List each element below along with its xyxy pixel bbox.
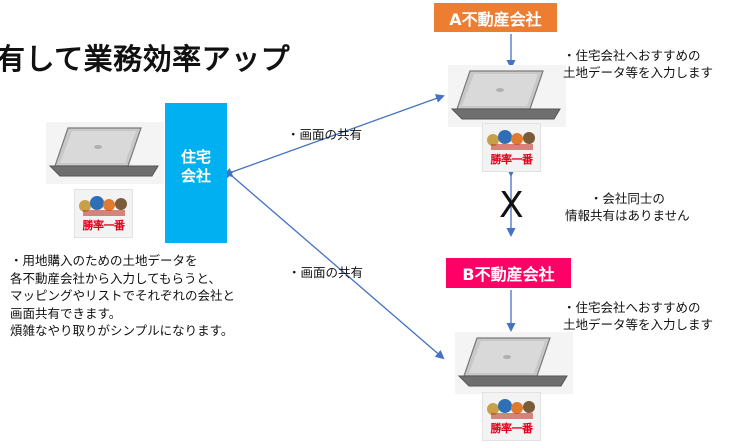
laptop-icon [448,65,566,127]
mascot-logo-icon [79,196,127,216]
left-note-line2: 各不動産会社から入力してもらうと、 [10,270,222,286]
housing-company-label-line1: 住宅 [180,148,211,166]
mascot-logo-left: 勝率一番 [74,189,133,238]
share-arrow-bottom [223,168,445,360]
logo-text: 勝率一番 [490,153,534,166]
company-a-box: A不動産会社 [434,3,557,32]
no-share-note-line2: 情報共有はありません [565,208,690,223]
mascot-logo-icon [487,399,535,419]
left-note-line5: 煩雑なやり取りがシンプルになります。 [10,323,234,338]
laptop-icon [455,332,573,394]
laptop-b [455,332,573,394]
no-share-note: ・会社同士の 情報共有はありません [565,190,690,224]
company-b-box: B不動産会社 [446,258,571,288]
laptop-a [448,65,566,127]
company-a-note-line1: ・住宅会社へおすすめの [563,48,701,63]
company-b-note-line1: ・住宅会社へおすすめの [563,300,701,315]
company-b-note-line2: 土地データ等を入力します [563,317,714,332]
no-share-x-mark: X [499,185,524,226]
company-b-note: ・住宅会社へおすすめの 土地データ等を入力します [563,299,713,333]
mascot-logo-a: 勝率一番 [482,123,541,172]
share-label-top: ・画面の共有 [287,127,363,142]
left-note-line3: マッピングやリストでそれぞれの会社と [10,288,236,303]
mascot-logo-icon [487,130,535,150]
laptop-left [46,122,164,184]
share-label-bottom: ・画面の共有 [288,265,364,280]
logo-text: 勝率一番 [490,422,534,435]
left-note: ・用地購入のための土地データを 各不動産会社から入力してもらうと、 マッピングや… [10,252,235,340]
housing-company-label-line2: 会社 [180,167,211,185]
mascot-logo-b: 勝率一番 [482,392,541,441]
laptop-icon [46,122,164,184]
page-title: 有して業務効率アップ [0,42,291,76]
share-arrow-top [223,94,445,179]
housing-company-box: 住宅 会社 [165,103,227,243]
company-b-label: B不動産会社 [462,265,555,284]
company-a-note: ・住宅会社へおすすめの 土地データ等を入力します [563,47,713,81]
logo-text: 勝率一番 [82,219,126,232]
left-note-line1: ・用地購入のための土地データを [10,253,198,268]
company-a-note-line2: 土地データ等を入力します [563,65,714,80]
left-note-line4: 画面共有できます。 [10,305,122,321]
no-share-note-line1: ・会社同士の [589,191,665,206]
company-a-label: A不動産会社 [449,9,542,29]
